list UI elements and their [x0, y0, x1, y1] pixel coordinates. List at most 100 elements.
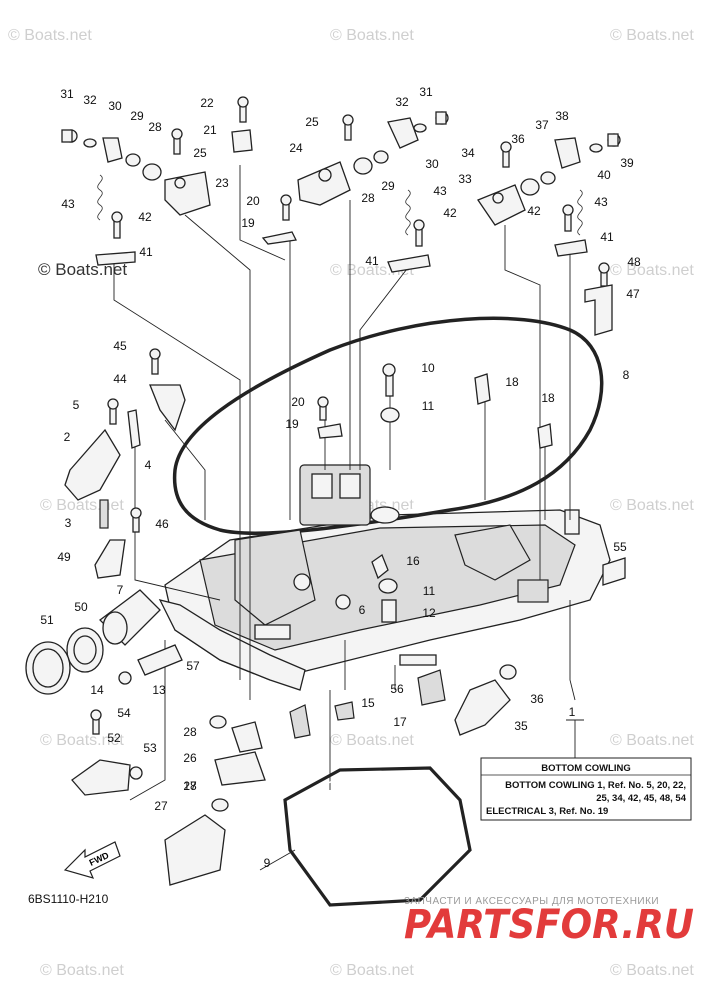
- callout-number: 19: [285, 417, 299, 431]
- callout-number: 57: [186, 659, 200, 673]
- callout-number: 8: [623, 368, 630, 382]
- watermark: © Boats.net: [610, 962, 694, 979]
- callout-number: 48: [627, 255, 641, 269]
- callout-number: 42: [527, 204, 541, 218]
- callout-number: 49: [57, 550, 71, 564]
- callout-number: 43: [594, 195, 608, 209]
- callout-number: 51: [40, 613, 54, 627]
- left-side-parts: [25, 348, 186, 695]
- top-right-parts: [477, 133, 621, 336]
- callout-number: 20: [291, 395, 305, 409]
- info-box-title: BOTTOM COWLING: [541, 763, 631, 774]
- callout-number: 15: [361, 696, 375, 710]
- callout-number: 18: [505, 375, 519, 389]
- callout-number: 28: [183, 725, 197, 739]
- callout-number: 28: [361, 191, 375, 205]
- callout-number: 32: [83, 93, 97, 107]
- callout-number: 56: [390, 682, 404, 696]
- callout-number: 3: [65, 516, 72, 530]
- callout-number: 54: [117, 706, 131, 720]
- callout-number: 43: [61, 197, 75, 211]
- callout-number: 9: [264, 856, 271, 870]
- callout-number: 4: [145, 458, 152, 472]
- callout-number: 5: [73, 398, 80, 412]
- callout-number: 55: [613, 540, 627, 554]
- watermark: © Boats.net: [330, 27, 414, 44]
- callout-number: 26: [183, 751, 197, 765]
- callout-number: 30: [108, 99, 122, 113]
- watermark: © Boats.net: [40, 497, 124, 514]
- callout-number: 40: [597, 168, 611, 182]
- info-box-line1: BOTTOM COWLING 1, Ref. No. 5, 20, 22,: [505, 780, 686, 791]
- info-box-line3: ELECTRICAL 3, Ref. No. 19: [486, 806, 608, 817]
- watermark: © Boats.net: [610, 262, 694, 279]
- callout-number: 13: [152, 683, 166, 697]
- watermark: © Boats.net: [8, 27, 92, 44]
- callout-number: 24: [289, 141, 303, 155]
- callout-number: 6: [359, 603, 366, 617]
- callout-number: 19: [241, 216, 255, 230]
- callout-number: 41: [600, 230, 614, 244]
- callout-number: 23: [215, 176, 229, 190]
- watermark: © Boats.net: [40, 962, 124, 979]
- callout-number: 37: [535, 118, 549, 132]
- lower-parts: [71, 363, 626, 907]
- callout-number: 27: [154, 799, 168, 813]
- callout-number: 41: [365, 254, 379, 268]
- callout-number: 50: [74, 600, 88, 614]
- callout-number: 29: [381, 179, 395, 193]
- callout-number: 18: [541, 391, 555, 405]
- callout-number: 10: [421, 361, 435, 375]
- callout-number: 41: [139, 245, 153, 259]
- callout-number: 44: [113, 372, 127, 386]
- callout-number: 28: [148, 120, 162, 134]
- callout-number: 11: [422, 399, 435, 413]
- callout-number: 16: [406, 554, 420, 568]
- top-middle-parts: [231, 96, 449, 273]
- watermark: © Boats.net: [610, 497, 694, 514]
- callout-number: 14: [90, 683, 104, 697]
- callout-number: 21: [203, 123, 217, 137]
- callout-number: 39: [620, 156, 634, 170]
- callout-number: 28: [183, 779, 197, 793]
- callout-number: 7: [117, 583, 124, 597]
- callout-number: 32: [395, 95, 409, 109]
- callout-number: 53: [143, 741, 157, 755]
- callout-number: 36: [530, 692, 544, 706]
- watermark: © Boats.net: [330, 732, 414, 749]
- callout-number: 17: [183, 779, 197, 793]
- top-left-parts: [61, 128, 211, 266]
- brand-name: PARTSFOR.RU: [404, 902, 694, 948]
- brand-logo: ЗАПЧАСТИ И АКСЕССУАРЫ ДЛЯ МОТОТЕХНИКИ PA…: [404, 896, 694, 948]
- callout-number: 42: [138, 210, 152, 224]
- callout-number: 35: [514, 719, 528, 733]
- callout-number: 52: [107, 731, 121, 745]
- callout-number: 43: [433, 184, 447, 198]
- watermark: © Boats.net: [40, 732, 124, 749]
- callout-number: 29: [130, 109, 144, 123]
- callout-number: 22: [200, 96, 214, 110]
- callout-number: 12: [422, 606, 436, 620]
- watermark: © Boats.net: [610, 27, 694, 44]
- callout-number: 20: [246, 194, 260, 208]
- diagram-code: 6BS1110-H210: [28, 892, 109, 906]
- leader-lines: [113, 165, 576, 871]
- callout-number: 33: [458, 172, 472, 186]
- watermark: © Boats.net: [610, 732, 694, 749]
- info-box: BOTTOM COWLING BOTTOM COWLING 1, Ref. No…: [480, 719, 692, 821]
- callout-number: 31: [60, 87, 74, 101]
- forward-arrow: FWD: [63, 841, 121, 879]
- callout-number: 2: [64, 430, 71, 444]
- brand-tagline: ЗАПЧАСТИ И АКСЕССУАРЫ ДЛЯ МОТОТЕХНИКИ: [404, 896, 659, 907]
- callout-number: 46: [155, 517, 169, 531]
- callout-number: 25: [305, 115, 319, 129]
- callout-number: 36: [511, 132, 525, 146]
- callout-number: 31: [419, 85, 433, 99]
- callout-number: 38: [555, 109, 569, 123]
- callout-number: 1: [569, 705, 576, 719]
- callout-number: 47: [626, 287, 640, 301]
- callout-number: 17: [393, 715, 407, 729]
- callout-number: 30: [425, 157, 439, 171]
